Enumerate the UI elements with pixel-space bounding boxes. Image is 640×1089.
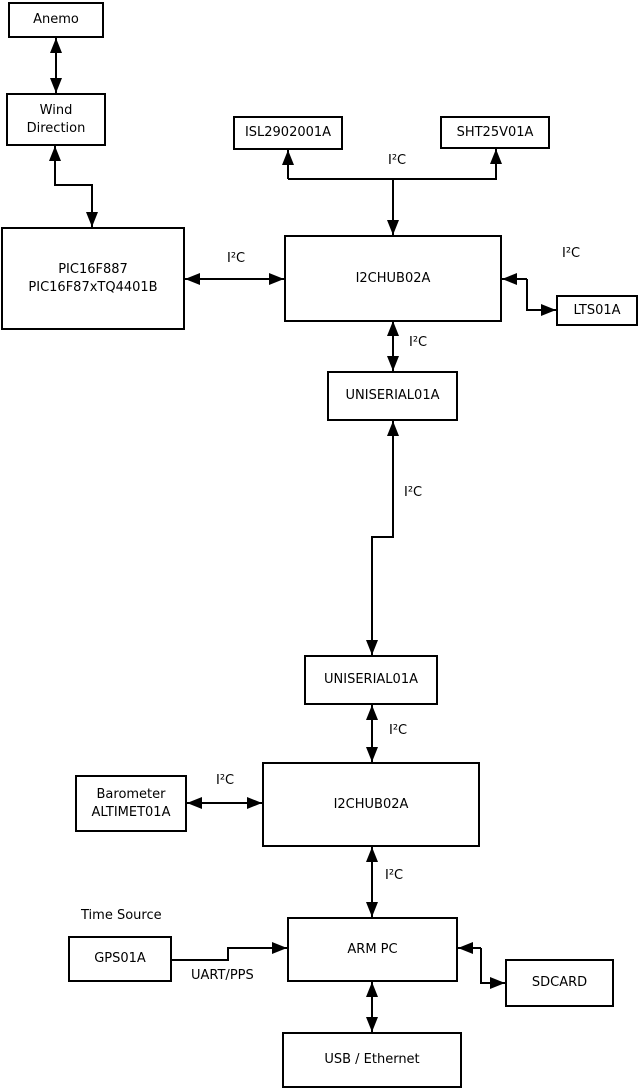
box-sht25v01a: SHT25V01A xyxy=(440,116,550,149)
box-anemo: Anemo xyxy=(8,2,104,38)
box-arm-pc-label: ARM PC xyxy=(347,941,398,957)
label-i2c-barometer: I²C xyxy=(216,773,235,788)
label-i2c-sensor-bus: I²C xyxy=(388,153,407,168)
label-time-source: Time Source xyxy=(81,908,162,923)
label-i2c-uniserial2-hub2: I²C xyxy=(389,723,408,738)
box-barometer-altimet01a: Barometer ALTIMET01A xyxy=(75,775,187,832)
box-wind-direction: Wind Direction xyxy=(6,93,106,146)
box-uniserial01a-2: UNISERIAL01A xyxy=(304,655,438,705)
wire-gps-armpc xyxy=(172,942,287,961)
box-uniserial01a-2-label: UNISERIAL01A xyxy=(324,672,418,688)
box-anemo-label: Anemo xyxy=(33,12,79,28)
box-lts01a-label: LTS01A xyxy=(573,302,621,318)
label-i2c-long-link: I²C xyxy=(404,485,423,500)
box-pic16f887: PIC16F887 PIC16F87xTQ4401B xyxy=(1,227,185,330)
box-gps01a-label: GPS01A xyxy=(94,951,146,967)
box-isl2902001a-label: ISL2902001A xyxy=(244,125,332,141)
box-gps01a: GPS01A xyxy=(68,936,172,982)
box-uniserial01a-1-label: UNISERIAL01A xyxy=(345,388,440,404)
wire-uniserial1-uniserial2 xyxy=(366,421,399,655)
box-pic16f887-label: PIC16F887 PIC16F87xTQ4401B xyxy=(28,261,158,295)
box-sdcard-label: SDCARD xyxy=(531,975,588,991)
box-i2chub02a-2: I2CHUB02A xyxy=(262,762,480,847)
box-wind-direction-label: Wind Direction xyxy=(26,102,86,136)
box-usb-ethernet: USB / Ethernet xyxy=(282,1032,462,1088)
label-i2c-hub2-armpc: I²C xyxy=(385,868,404,883)
box-isl2902001a: ISL2902001A xyxy=(233,116,343,150)
box-i2chub02a-2-label: I2CHUB02A xyxy=(333,796,409,812)
box-i2chub02a-1-label: I2CHUB02A xyxy=(355,270,431,286)
box-usb-ethernet-label: USB / Ethernet xyxy=(324,1052,420,1068)
wire-wind-pic xyxy=(49,146,98,227)
box-barometer-altimet01a-label: Barometer ALTIMET01A xyxy=(91,786,171,820)
box-uniserial01a-1: UNISERIAL01A xyxy=(327,371,458,421)
label-i2c-pic-hub1: I²C xyxy=(227,251,246,266)
box-sdcard: SDCARD xyxy=(505,959,614,1007)
label-i2c-hub1-uniserial1: I²C xyxy=(409,335,428,350)
box-sht25v01a-label: SHT25V01A xyxy=(456,124,534,140)
wire-armpc-to-sdcard xyxy=(480,948,505,989)
box-i2chub02a-1: I2CHUB02A xyxy=(284,235,502,322)
label-uart-pps: UART/PPS xyxy=(191,968,254,983)
label-i2c-lts: I²C xyxy=(562,246,581,261)
box-arm-pc: ARM PC xyxy=(287,917,458,982)
wire-hub1-to-lts xyxy=(526,279,556,316)
box-lts01a: LTS01A xyxy=(556,295,638,326)
